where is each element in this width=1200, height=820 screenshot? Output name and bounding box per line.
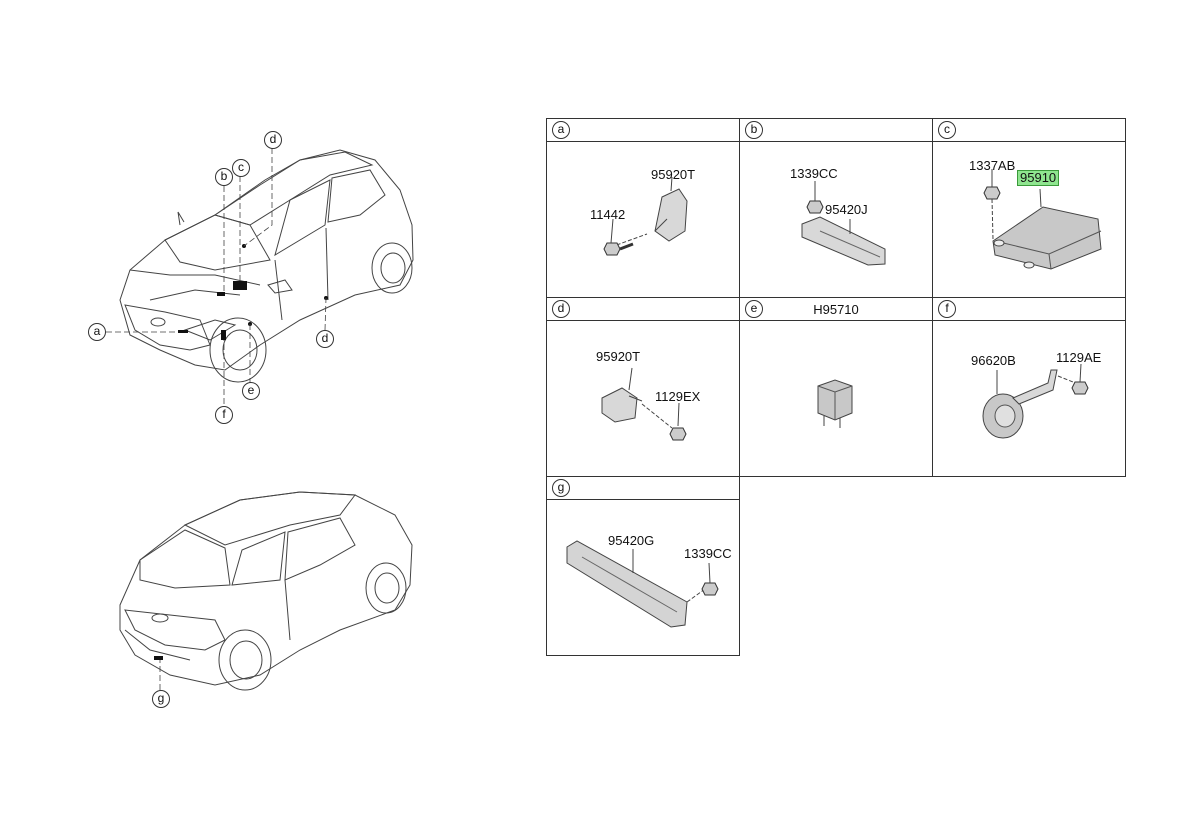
- part-label[interactable]: 1129EX: [655, 389, 701, 404]
- sensor-illustration: [601, 367, 687, 441]
- cell-letter: g: [552, 479, 570, 497]
- cell-e: e H95710: [739, 297, 933, 477]
- bracket-illustration: [566, 540, 719, 628]
- horn-illustration: [982, 363, 1089, 439]
- cell-header: b: [740, 119, 932, 142]
- cell-letter: e: [745, 300, 763, 318]
- callout-b[interactable]: b: [215, 168, 233, 186]
- callout-a[interactable]: a: [88, 323, 106, 341]
- part-label[interactable]: 95420J: [825, 202, 868, 217]
- cell-letter: a: [552, 121, 570, 139]
- part-label[interactable]: 1339CC: [790, 166, 838, 181]
- cell-c: c 1337AB 95910: [932, 118, 1126, 298]
- part-label[interactable]: 1339CC: [684, 546, 732, 561]
- part-label[interactable]: 95420G: [608, 533, 655, 548]
- cell-title[interactable]: H95710: [813, 302, 859, 317]
- callout-g[interactable]: g: [152, 690, 170, 708]
- cell-header: e H95710: [740, 298, 932, 321]
- cell-d: d 95920T 1129EX: [546, 297, 740, 477]
- cell-letter: f: [938, 300, 956, 318]
- part-label[interactable]: 1129AE: [1056, 350, 1102, 365]
- cell-a: a 95920T 11442: [546, 118, 740, 298]
- front-car-illustration: [106, 148, 414, 404]
- callout-d-top[interactable]: d: [264, 131, 282, 149]
- cell-letter: b: [745, 121, 763, 139]
- callout-f[interactable]: f: [215, 406, 233, 424]
- part-label[interactable]: 95920T: [596, 349, 641, 364]
- cell-b: b 1339CC 95420J: [739, 118, 933, 298]
- sensor-illustration: [603, 176, 688, 256]
- cell-g: g 95420G 1339CC: [546, 476, 740, 656]
- part-label[interactable]: 95920T: [651, 167, 696, 182]
- part-label-highlighted[interactable]: 95910: [1017, 170, 1060, 186]
- cell-header: g: [547, 477, 739, 500]
- callout-c[interactable]: c: [232, 159, 250, 177]
- cell-header: f: [933, 298, 1125, 321]
- airbag-module-illustration: [983, 169, 1102, 270]
- rear-car-illustration: [119, 491, 413, 691]
- bracket-illustration: [801, 181, 886, 266]
- callout-d-side[interactable]: d: [316, 330, 334, 348]
- part-label[interactable]: 96620B: [971, 353, 1016, 368]
- relay-illustration: [817, 379, 853, 428]
- part-label[interactable]: 11442: [590, 207, 626, 222]
- cell-letter: c: [938, 121, 956, 139]
- cell-f: f 96620B 1129AE: [932, 297, 1126, 477]
- cell-letter: d: [552, 300, 570, 318]
- cell-header: d: [547, 298, 739, 321]
- cell-header: a: [547, 119, 739, 142]
- cell-header: c: [933, 119, 1125, 142]
- part-label[interactable]: 1337AB: [969, 158, 1016, 173]
- callout-e[interactable]: e: [242, 382, 260, 400]
